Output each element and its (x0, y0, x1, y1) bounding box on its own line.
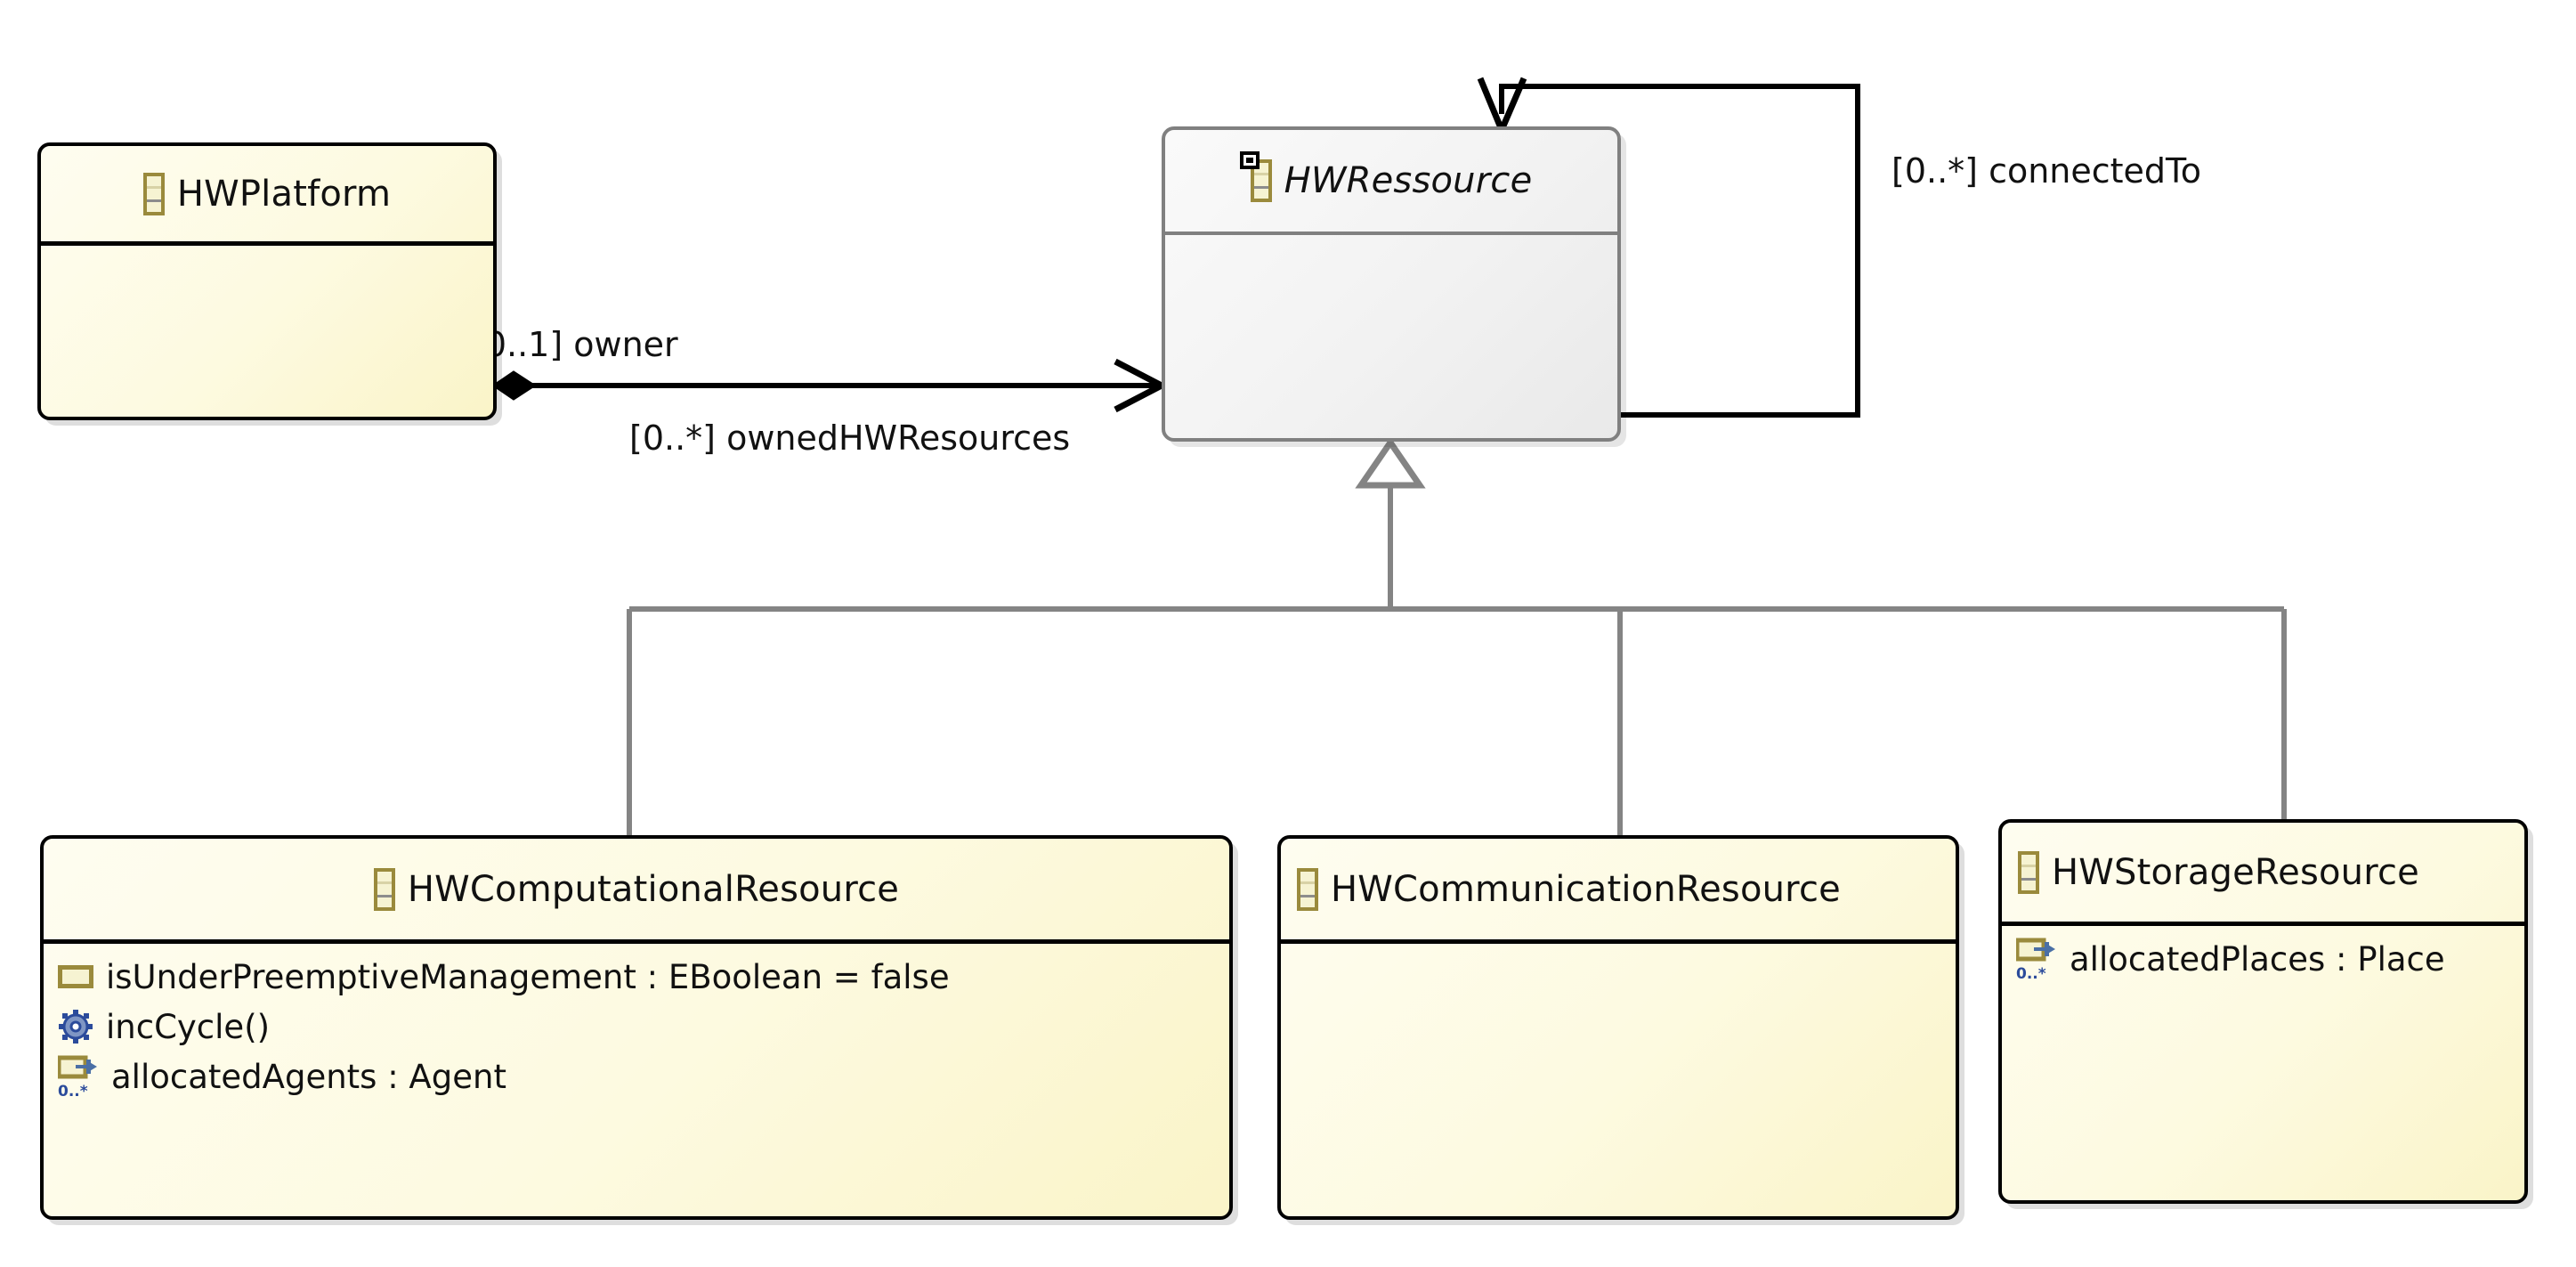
class-name-hwressource: HWRessource (1284, 160, 1533, 201)
class-body-hwstorageresource: 0..* allocatedPlaces : Place (2002, 926, 2524, 1200)
eattribute-icon (58, 965, 93, 988)
class-member-reference[interactable]: 0..* allocatedPlaces : Place (2002, 937, 2524, 983)
class-name-hwcommunicationresource: HWCommunicationResource (1331, 868, 1841, 910)
class-header-hwressource: HWRessource (1165, 130, 1617, 235)
class-name-hwplatform: HWPlatform (176, 173, 392, 215)
class-header-hwcomputationalresource: HWComputationalResource (44, 839, 1229, 944)
class-member-attribute[interactable]: isUnderPreemptiveManagement : EBoolean =… (44, 954, 1229, 999)
composition-source-label[interactable]: [0..1] owner (472, 325, 678, 364)
self-loop-arrowhead (1477, 77, 1527, 138)
class-member-operation[interactable]: incCycle() (44, 1004, 1229, 1049)
class-body-hwcomputationalresource: isUnderPreemptiveManagement : EBoolean =… (44, 944, 1229, 1216)
ereference-icon: 0..* (56, 1054, 99, 1101)
class-header-hwplatform: HWPlatform (41, 146, 493, 246)
class-box-hwressource[interactable]: HWRessource (1162, 126, 1621, 442)
composition-edge-hwplatform-hwressource (491, 358, 1169, 413)
composition-target-label[interactable]: [0..*] ownedHWResources (629, 418, 1071, 458)
class-box-hwplatform[interactable]: HWPlatform (37, 142, 497, 420)
abstract-badge-icon (1239, 151, 1260, 169)
class-member-label: isUnderPreemptiveManagement : EBoolean =… (106, 957, 950, 996)
class-body-hwressource (1165, 235, 1617, 438)
class-member-label: allocatedPlaces : Place (2070, 939, 2445, 979)
svg-text:0..*: 0..* (58, 1083, 88, 1099)
generalization-arrowhead (1355, 436, 1426, 489)
class-box-hwstorageresource[interactable]: HWStorageResource 0..* allocatedPlaces :… (1998, 819, 2528, 1204)
class-box-hwcomputationalresource[interactable]: HWComputationalResource isUnderPreemptiv… (40, 835, 1233, 1220)
eclass-icon (373, 867, 395, 911)
eclass-icon (1297, 867, 1318, 911)
class-box-hwcommunicationresource[interactable]: HWCommunicationResource (1277, 835, 1959, 1220)
ereference-icon: 0..* (2014, 937, 2057, 983)
generalization-tree (627, 436, 2287, 838)
class-member-label: allocatedAgents : Agent (111, 1057, 506, 1096)
eclass-icon (2018, 850, 2039, 894)
eclass-icon (1239, 151, 1272, 202)
class-name-hwcomputationalresource: HWComputationalResource (407, 868, 900, 910)
class-name-hwstorageresource: HWStorageResource (2052, 851, 2419, 893)
svg-text:0..*: 0..* (2016, 965, 2046, 981)
eoperation-icon (58, 1009, 93, 1044)
class-member-label: incCycle() (106, 1007, 271, 1046)
self-loop-label[interactable]: [0..*] connectedTo (1891, 151, 2202, 191)
class-body-hwcommunicationresource (1281, 944, 1956, 1216)
composition-arrowhead (1114, 358, 1169, 413)
class-header-hwstorageresource: HWStorageResource (2002, 823, 2524, 926)
composition-diamond (491, 370, 537, 401)
class-header-hwcommunicationresource: HWCommunicationResource (1281, 839, 1956, 944)
eclass-icon (142, 172, 165, 215)
class-body-hwplatform (41, 246, 493, 417)
class-member-reference[interactable]: 0..* allocatedAgents : Agent (44, 1054, 1229, 1101)
